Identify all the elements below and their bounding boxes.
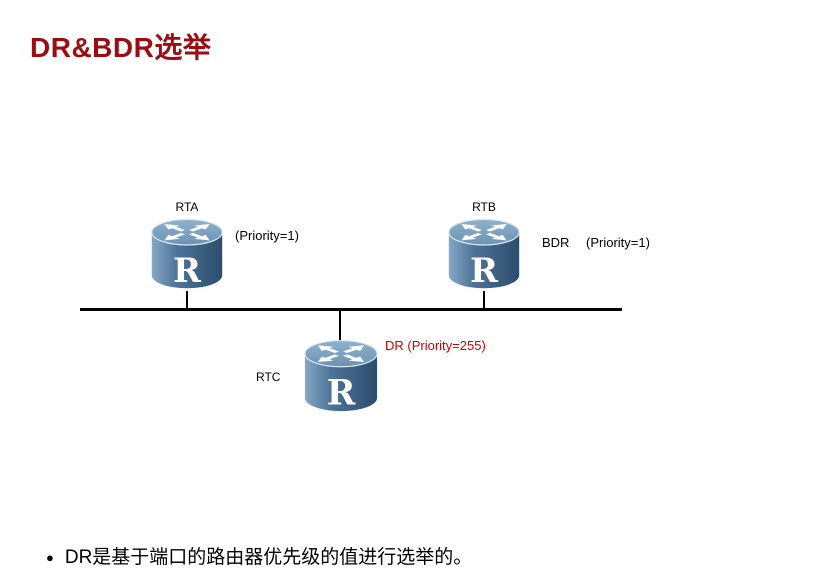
router-rtc-label: RTC	[256, 370, 281, 384]
router-rtb	[444, 214, 524, 292]
link-rtc	[339, 311, 341, 341]
router-icon	[300, 337, 382, 413]
rtb-bdr-badge: BDR	[542, 235, 570, 250]
router-icon	[444, 214, 524, 292]
router-rta	[147, 214, 227, 292]
bullet-text: DR是基于端口的路由器优先级的值进行选举的。	[64, 547, 473, 568]
rtb-priority-annotation: (Priority=1)	[586, 235, 650, 250]
ethernet-segment-line	[80, 308, 622, 311]
link-rta	[186, 291, 188, 309]
link-rtb	[483, 291, 485, 309]
router-rtb-label: RTB	[472, 200, 496, 214]
page-title: DR&BDR选举	[30, 32, 212, 63]
rtc-dr-priority-annotation: DR (Priority=255)	[385, 338, 486, 353]
router-rtc	[300, 337, 382, 413]
rta-priority-annotation: (Priority=1)	[235, 228, 299, 243]
router-icon	[147, 214, 227, 292]
router-rta-label: RTA	[175, 200, 199, 214]
bullet-line: ● DR是基于端口的路由器优先级的值进行选举的。	[46, 545, 472, 570]
bullet-marker: ●	[46, 550, 54, 565]
